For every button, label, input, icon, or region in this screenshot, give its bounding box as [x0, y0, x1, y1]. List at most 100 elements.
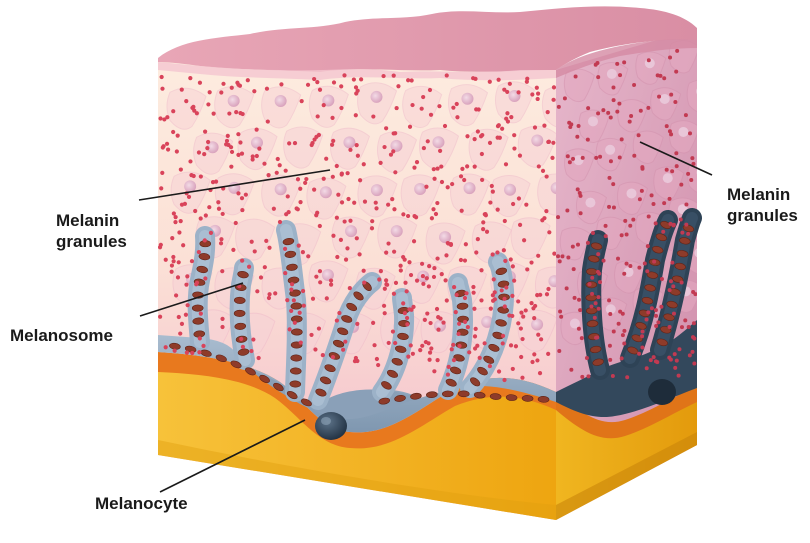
melanin-granule	[432, 167, 436, 171]
melanin-granule	[234, 221, 238, 225]
melanin-granule	[393, 131, 397, 135]
melanin-granule	[220, 325, 224, 329]
melanin-granule	[295, 206, 299, 210]
melanin-granule	[401, 212, 405, 216]
melanin-granule	[692, 362, 696, 366]
melanin-granule	[412, 239, 416, 243]
melanin-granule	[547, 140, 551, 144]
melanin-granule	[545, 174, 549, 178]
melanin-granule	[607, 205, 611, 209]
melanin-granule	[377, 277, 381, 281]
cell-nucleus	[605, 145, 615, 155]
melanin-granule	[172, 211, 176, 215]
melanin-granule	[335, 216, 339, 220]
melanin-granule	[609, 116, 613, 120]
melanin-granule	[238, 84, 242, 88]
cell-nucleus	[696, 86, 706, 96]
melanin-granule	[251, 337, 255, 341]
melanin-granule	[180, 322, 184, 326]
melanin-granule	[505, 111, 509, 115]
melanin-granule	[384, 250, 388, 254]
melanin-granule	[164, 258, 168, 262]
melanin-granule	[190, 351, 194, 355]
melanin-granule	[236, 191, 240, 195]
melanin-granule	[359, 77, 363, 81]
melanin-granule	[393, 170, 397, 174]
cell-nucleus	[371, 184, 383, 196]
melanin-granule	[620, 356, 624, 360]
melanin-granule	[620, 233, 624, 237]
melanin-granule	[595, 335, 599, 339]
melanin-granule	[520, 337, 524, 341]
melanosome	[522, 395, 533, 402]
melanin-granule	[176, 275, 180, 279]
melanin-granule	[241, 345, 245, 349]
melanin-granule	[405, 322, 409, 326]
melanin-granule	[170, 270, 174, 274]
melanin-granule	[640, 346, 644, 350]
melanin-granule	[518, 223, 522, 227]
melanin-granule	[371, 321, 375, 325]
cell-nucleus	[439, 231, 451, 243]
cell-nucleus	[531, 318, 543, 330]
melanin-granule	[628, 264, 632, 268]
melanin-granule	[536, 333, 540, 337]
melanin-granule	[324, 157, 328, 161]
melanin-granule	[551, 98, 555, 102]
melanin-granule	[205, 146, 209, 150]
cell-nucleus	[588, 116, 598, 126]
melanin-granule	[339, 84, 343, 88]
melanin-granule	[229, 145, 233, 149]
melanin-granule	[403, 258, 407, 262]
melanin-granule	[203, 276, 207, 280]
melanin-granule	[643, 262, 647, 266]
melanin-granule	[473, 334, 477, 338]
melanin-granule	[512, 133, 516, 137]
melanin-granule	[198, 81, 202, 85]
melanin-granule	[379, 269, 383, 273]
melanin-granule	[236, 153, 240, 157]
melanin-granule	[655, 360, 659, 364]
melanin-granule	[524, 308, 528, 312]
melanin-granule	[675, 359, 679, 363]
melanin-granule	[690, 350, 694, 354]
melanin-granule	[667, 356, 671, 360]
melanin-granule	[423, 318, 427, 322]
melanin-granule	[670, 261, 674, 265]
melanin-granule	[331, 139, 335, 143]
melanin-granule	[177, 315, 181, 319]
melanin-granule	[455, 293, 459, 297]
label-melanin-granules-left: Melanin granules	[56, 210, 127, 252]
melanin-granule	[491, 293, 495, 297]
melanin-granule	[511, 367, 515, 371]
melanin-granule	[502, 297, 506, 301]
cell-nucleus	[607, 69, 617, 79]
melanin-granule	[435, 358, 439, 362]
melanin-granule	[278, 220, 282, 224]
melanin-granule	[604, 224, 608, 228]
melanin-granule	[244, 193, 248, 197]
melanin-granule	[654, 324, 658, 328]
melanin-granule	[394, 281, 398, 285]
melanin-granule	[669, 279, 673, 283]
melanin-granule	[173, 349, 177, 353]
melanosome	[490, 393, 501, 400]
melanin-granule	[637, 133, 641, 137]
melanin-granule	[216, 200, 220, 204]
melanin-granule	[661, 230, 665, 234]
melanin-granule	[435, 256, 439, 260]
melanin-granule	[421, 282, 425, 286]
label-melanocyte: Melanocyte	[95, 493, 188, 514]
melanin-granule	[415, 160, 419, 164]
melanin-granule	[502, 248, 506, 252]
melanin-granule	[637, 352, 641, 356]
melanin-granule	[647, 58, 651, 62]
melanin-granule	[536, 92, 540, 96]
melanin-granule	[255, 154, 259, 158]
melanosome	[426, 391, 437, 398]
melanin-granule	[479, 268, 483, 272]
melanin-granule	[580, 375, 584, 379]
melanin-granule	[571, 157, 575, 161]
melanin-granule	[420, 344, 424, 348]
melanin-granule	[206, 102, 210, 106]
